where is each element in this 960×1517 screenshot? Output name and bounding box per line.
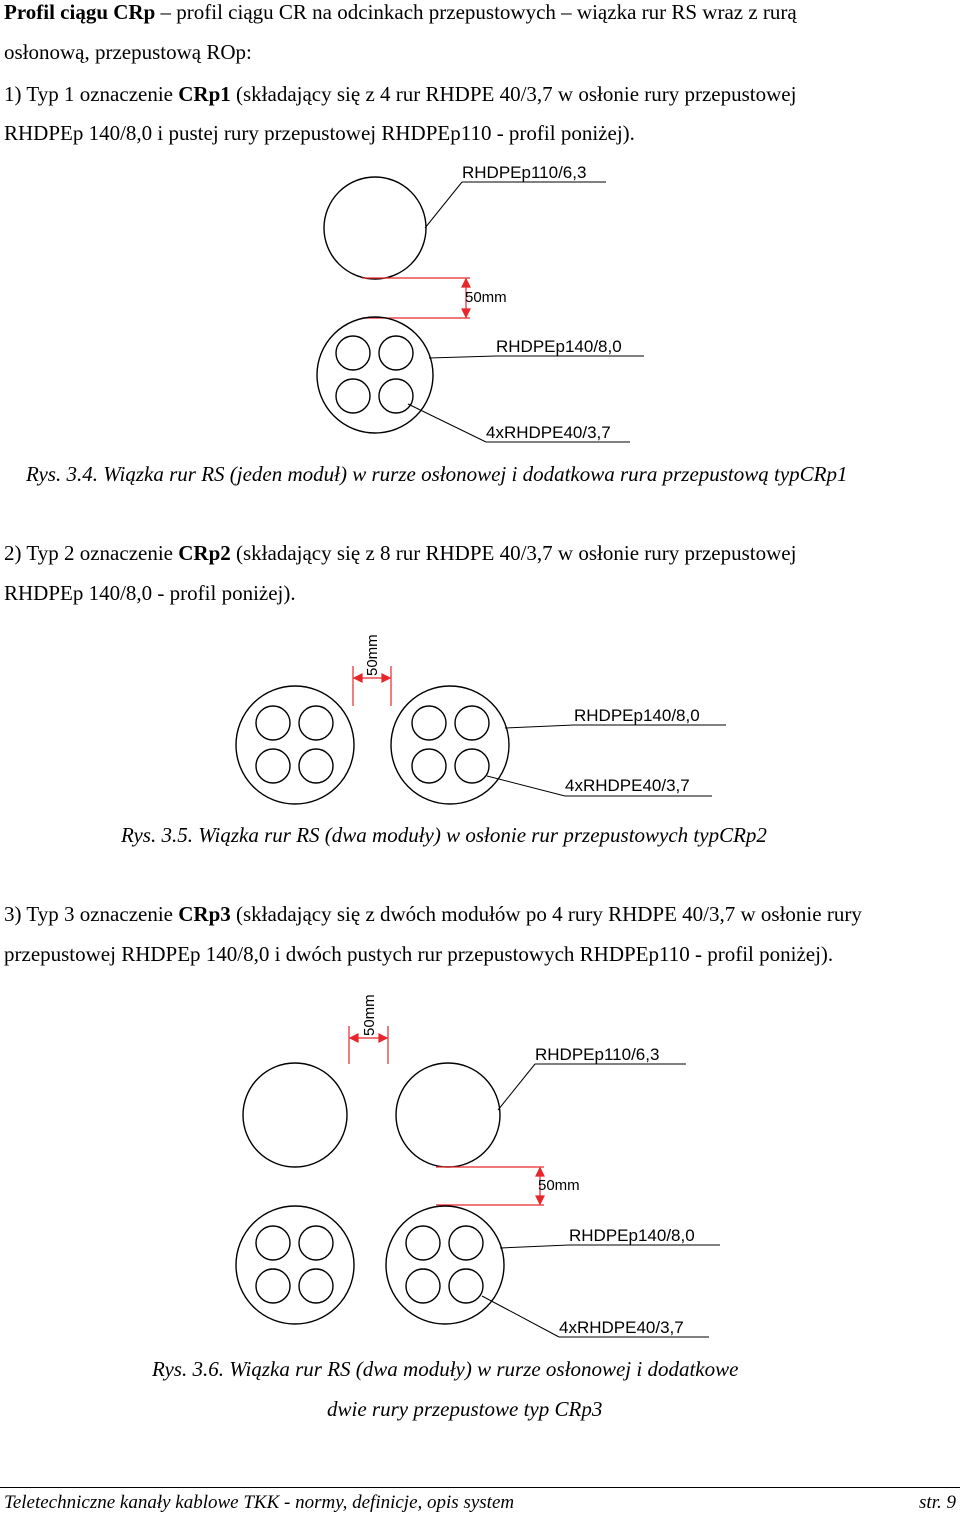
type1-line-1: 1) Typ 1 oznaczenie CRp1 (składający się… <box>4 82 796 106</box>
type2-line-2: RHDPEp 140/8,0 - profil poniżej). <box>4 581 296 605</box>
figure-3-caption-line-1: Rys. 3.6. Wiązka rur RS (dwa moduły) w r… <box>152 1357 739 1381</box>
label-sheath: RHDPEp140/8,0 <box>569 1226 695 1245</box>
figure-1: RHDPEp110/6,3 50mm RHDPEp140/8,0 4xRHDPE… <box>316 163 644 443</box>
label-pass-pipe: RHDPEp110/6,3 <box>535 1045 659 1064</box>
label-gap-vertical: 50mm <box>361 994 378 1036</box>
figure-2-caption: Rys. 3.5. Wiązka rur RS (dwa moduły) w o… <box>121 823 767 847</box>
label-ducts: 4xRHDPE40/3,7 <box>486 423 611 442</box>
label-gap: 50mm <box>538 1177 580 1194</box>
pass-pipe-right <box>395 1062 501 1168</box>
type3-suffix: (składający się z dwóch modułów po 4 rur… <box>230 902 862 926</box>
leader-sheath <box>504 724 726 729</box>
leader-sheath <box>499 1244 720 1249</box>
gap-dimension-vertical <box>352 666 392 706</box>
label-gap-vertical: 50mm <box>364 634 381 676</box>
type2-suffix: (składający się z 8 rur RHDPE 40/3,7 w o… <box>230 541 797 565</box>
pass-pipe-circle <box>323 176 427 280</box>
module-right <box>385 1205 505 1325</box>
type1-suffix: (składający się z 4 rur RHDPE 40/3,7 w o… <box>230 82 797 106</box>
gap-dimension <box>362 277 471 319</box>
gap-dimension <box>436 1166 545 1206</box>
figure-3: 50mm RHDPEp110/6,3 50mm <box>235 994 720 1338</box>
label-pass-pipe: RHDPEp110/6,3 <box>462 163 586 182</box>
module-left <box>235 685 355 805</box>
label-ducts: 4xRHDPE40/3,7 <box>559 1318 684 1337</box>
intro-line-1: Profil ciągu CRp – profil ciągu CR na od… <box>4 0 797 24</box>
intro-lead: Profil ciągu CRp <box>4 0 156 24</box>
footer-rule <box>0 1487 960 1488</box>
type3-prefix: 3) Typ 3 oznaczenie <box>4 902 179 926</box>
type1-code: CRp1 <box>178 82 231 106</box>
type2-line-1: 2) Typ 2 oznaczenie CRp2 (składający się… <box>4 541 796 565</box>
sheath-pipe-module <box>316 316 434 434</box>
label-ducts: 4xRHDPE40/3,7 <box>565 776 690 795</box>
leader-ducts <box>486 775 712 797</box>
module-left <box>235 1205 355 1325</box>
pass-pipe-left <box>242 1062 348 1168</box>
type2-code: CRp2 <box>178 541 231 565</box>
figure-3-caption-line-2: dwie rury przepustowe typ CRp3 <box>327 1397 603 1421</box>
leader-ducts <box>407 403 630 443</box>
footer-title: Teletechniczne kanały kablowe TKK - norm… <box>4 1492 515 1513</box>
label-gap: 50mm <box>465 289 507 306</box>
figure-2: 50mm RHDPEp140/8,0 4xRHDPE40/3,7 <box>235 634 726 805</box>
type3-code: CRp3 <box>178 902 231 926</box>
type1-prefix: 1) Typ 1 oznaczenie <box>4 82 179 106</box>
intro-rest-1: – profil ciągu CR na odcinkach przepusto… <box>155 0 797 24</box>
leader-pass-pipe <box>424 181 606 229</box>
type1-line-2: RHDPEp 140/8,0 i pustej rury przepustowe… <box>4 121 635 145</box>
type3-line-1: 3) Typ 3 oznaczenie CRp3 (składający się… <box>4 902 862 926</box>
type3-line-2: przepustowej RHDPEp 140/8,0 i dwóch pust… <box>4 942 834 966</box>
leader-pass-pipe <box>497 1063 686 1111</box>
leader-sheath <box>428 355 644 359</box>
module-right <box>390 685 510 805</box>
footer-page-number: str. 9 <box>919 1492 956 1513</box>
gap-dimension-vertical <box>348 1026 389 1064</box>
leader-ducts <box>481 1295 709 1338</box>
type2-prefix: 2) Typ 2 oznaczenie <box>4 541 179 565</box>
label-sheath: RHDPEp140/8,0 <box>574 706 700 725</box>
label-sheath: RHDPEp140/8,0 <box>496 337 622 356</box>
intro-line-2: osłonową, przepustową ROp: <box>4 40 252 64</box>
figure-1-caption: Rys. 3.4. Wiązka rur RS (jeden moduł) w … <box>26 462 848 486</box>
